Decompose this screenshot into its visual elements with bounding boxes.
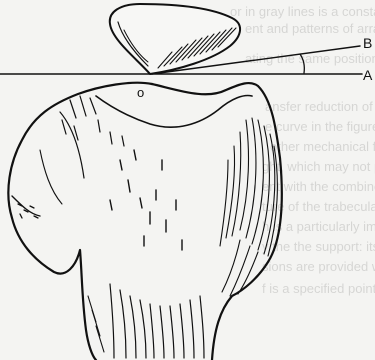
femur	[8, 83, 281, 360]
angle-arc	[300, 54, 304, 73]
center-mark: o	[137, 86, 144, 99]
label-b: B	[363, 36, 372, 50]
label-a: A	[363, 68, 372, 82]
patella	[110, 4, 240, 74]
